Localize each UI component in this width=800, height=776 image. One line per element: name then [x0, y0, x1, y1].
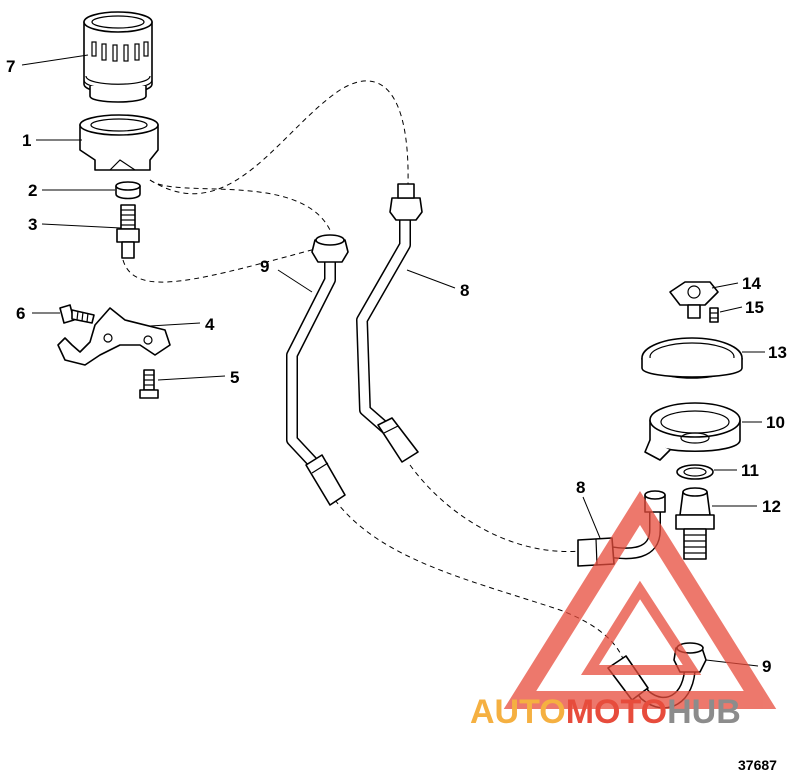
callout-9-upper: 9 [260, 257, 269, 276]
bushing-part [115, 181, 141, 200]
callout-1: 1 [22, 131, 31, 150]
callout-9-lower: 9 [762, 657, 771, 676]
callout-4: 4 [205, 315, 215, 334]
small-screw-part [709, 307, 719, 323]
watermark-inner-triangle-icon [580, 580, 702, 675]
callout-12: 12 [762, 497, 781, 516]
figure-number: 37687 [738, 757, 777, 773]
o-ring-part [676, 464, 714, 480]
callout-15: 15 [745, 298, 764, 317]
hose-8-upper [356, 183, 423, 463]
callout-11: 11 [741, 461, 759, 480]
clamp-ring-part [641, 337, 743, 379]
watermark-logo [503, 491, 777, 709]
filter-slots [91, 41, 149, 62]
callout-13: 13 [768, 343, 787, 362]
nipple-fitting-part [116, 204, 140, 259]
watermark-hub: HUB [667, 693, 741, 731]
callout-8-upper: 8 [460, 281, 469, 300]
watermark-text: AUTOMOTOHUB [470, 693, 741, 731]
screw-part [139, 369, 159, 399]
filter-adapter-part [79, 114, 159, 171]
callout-14: 14 [742, 274, 761, 293]
watermark-auto: AUTO [470, 693, 566, 731]
callout-3: 3 [28, 215, 37, 234]
hose-routing-lines [122, 80, 626, 666]
callout-labels: 7 1 2 3 6 4 5 9 8 14 15 13 10 11 12 8 9 [6, 57, 787, 676]
hose-9-upper [286, 234, 349, 506]
watermark-moto: MOTO [566, 693, 667, 731]
callout-8-lower: 8 [576, 478, 585, 497]
watermark-triangle-icon [503, 491, 777, 709]
callout-7: 7 [6, 57, 15, 76]
mounting-bracket-part [57, 307, 171, 366]
callout-5: 5 [230, 368, 239, 387]
leader-lines [21, 54, 765, 667]
callout-2: 2 [28, 181, 37, 200]
filter-housing-part [644, 402, 741, 461]
callout-10: 10 [766, 413, 785, 432]
adapter-fitting-part [675, 487, 715, 560]
cap-assembly-part [669, 281, 719, 319]
callout-6: 6 [16, 304, 25, 323]
bolt-part [59, 304, 95, 324]
oil-filter-part [83, 11, 153, 103]
